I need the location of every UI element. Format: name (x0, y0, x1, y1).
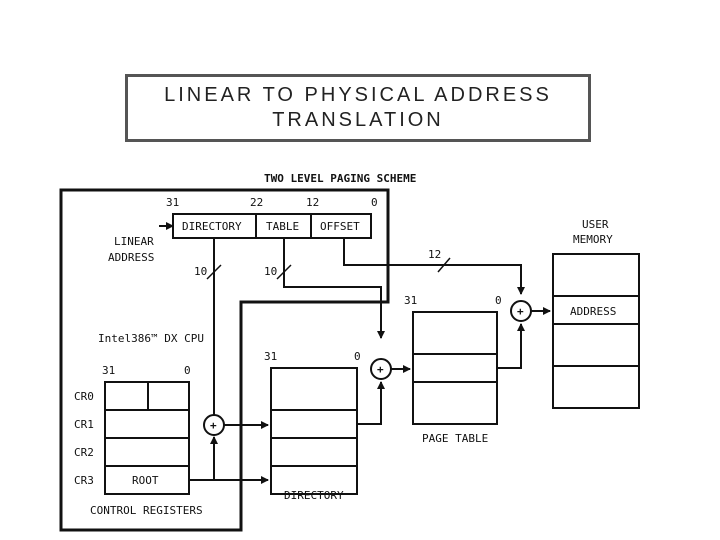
cr0-label: CR0 (74, 390, 94, 403)
cr3-label: CR3 (74, 474, 94, 487)
width-offset: 12 (428, 248, 441, 261)
directory-caption: DIRECTORY (284, 489, 344, 502)
user-memory-address: ADDRESS (570, 305, 616, 318)
width-table: 10 (264, 265, 277, 278)
cr3-root-label: ROOT (132, 474, 159, 487)
linear-bit-0: 0 (371, 196, 378, 209)
cpu-boundary (59, 188, 390, 532)
slide-title-line-1: LINEAR TO PHYSICAL ADDRESS (164, 84, 552, 106)
cr-bit-0: 0 (184, 364, 191, 377)
slide-title-line-2: TRANSLATION (272, 109, 444, 131)
cr-bit-31: 31 (102, 364, 115, 377)
field-directory: DIRECTORY (182, 220, 242, 233)
user-memory-label-2: MEMORY (573, 233, 613, 246)
control-registers-caption: CONTROL REGISTERS (90, 504, 203, 517)
memory-adder-symbol: + (517, 305, 524, 318)
directory-bit-0: 0 (354, 350, 361, 363)
linear-address-label-2: ADDRESS (108, 251, 154, 264)
page-table-bit-0: 0 (495, 294, 502, 307)
paging-diagram: TWO LEVEL PAGING SCHEME 31 22 12 0 DIREC… (59, 172, 640, 532)
linear-bit-31: 31 (166, 196, 179, 209)
page-table-caption: PAGE TABLE (422, 432, 488, 445)
page-table (412, 311, 498, 425)
slide-title-box: LINEAR TO PHYSICAL ADDRESS TRANSLATION (125, 74, 591, 142)
page-table-bit-31: 31 (404, 294, 417, 307)
page-table-adder-symbol: + (377, 363, 384, 376)
directory-adder-symbol: + (210, 419, 217, 432)
directory-table (270, 367, 358, 495)
linear-address-register (172, 213, 372, 239)
linear-address-label-1: LINEAR (114, 235, 154, 248)
diagram-heading: TWO LEVEL PAGING SCHEME (264, 172, 416, 185)
field-offset: OFFSET (320, 220, 360, 233)
cr2-label: CR2 (74, 446, 94, 459)
cr1-label: CR1 (74, 418, 94, 431)
directory-bit-31: 31 (264, 350, 277, 363)
field-table: TABLE (266, 220, 299, 233)
linear-bit-22: 22 (250, 196, 263, 209)
paging-diagram-panel: TWO LEVEL PAGING SCHEME 31 22 12 0 DIREC… (36, 162, 693, 540)
user-memory-block (552, 253, 640, 409)
linear-bit-12: 12 (306, 196, 319, 209)
width-directory: 10 (194, 265, 207, 278)
user-memory-label-1: USER (582, 218, 609, 231)
cpu-label: Intel386™ DX CPU (98, 332, 204, 345)
